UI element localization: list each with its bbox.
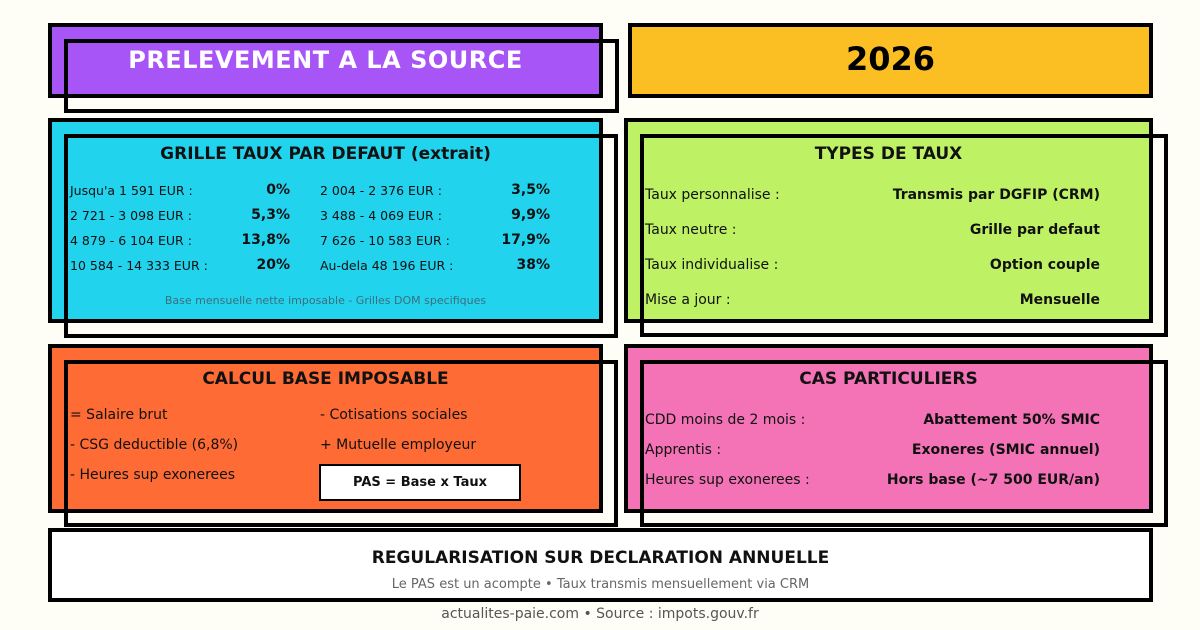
special-cases-panel bbox=[624, 344, 1153, 513]
type-label: Taux neutre : bbox=[645, 222, 737, 238]
grid-right-value: 17,9% bbox=[501, 232, 550, 248]
grid-left-value: 0% bbox=[266, 182, 290, 198]
page-title: PRELEVEMENT A LA SOURCE bbox=[128, 46, 523, 74]
grid-left-value: 13,8% bbox=[241, 232, 290, 248]
grid-right-label: 7 626 - 10 583 EUR : bbox=[320, 233, 450, 248]
calc-item: - CSG deductible (6,8%) bbox=[70, 437, 239, 453]
grid-left-label: Jusqu'a 1 591 EUR : bbox=[70, 183, 193, 198]
type-label: Taux personnalise : bbox=[645, 187, 780, 203]
grid-left-label: 4 879 - 6 104 EUR : bbox=[70, 233, 192, 248]
grid-right-label: 3 488 - 4 069 EUR : bbox=[320, 208, 442, 223]
calc-title: CALCUL BASE IMPOSABLE bbox=[202, 369, 449, 389]
year-label: 2026 bbox=[845, 40, 936, 78]
calc-item: - Cotisations sociales bbox=[320, 407, 468, 423]
case-value: Exoneres (SMIC annuel) bbox=[911, 442, 1100, 458]
year-banner bbox=[628, 23, 1153, 98]
title-banner bbox=[48, 23, 603, 98]
grid-left-label: 2 721 - 3 098 EUR : bbox=[70, 208, 192, 223]
grid-left-value: 5,3% bbox=[251, 207, 290, 223]
type-value: Transmis par DGFIP (CRM) bbox=[892, 187, 1100, 203]
grid-right-label: Au-dela 48 196 EUR : bbox=[320, 258, 454, 273]
grid-right-value: 38% bbox=[516, 257, 550, 273]
regul-title: REGULARISATION SUR DECLARATION ANNUELLE bbox=[371, 548, 830, 568]
case-label: CDD moins de 2 mois : bbox=[645, 412, 806, 428]
rate-types-panel bbox=[624, 118, 1153, 323]
calc-item: = Salaire brut bbox=[70, 407, 168, 423]
type-value: Option couple bbox=[989, 257, 1100, 273]
calc-item: - Heures sup exonerees bbox=[70, 467, 236, 483]
grid-right-label: 2 004 - 2 376 EUR : bbox=[320, 183, 442, 198]
regul-subtitle: Le PAS est un acompte • Taux transmis me… bbox=[391, 577, 810, 592]
grid-left-value: 20% bbox=[256, 257, 290, 273]
pas-formula-box: PAS = Base x Taux bbox=[319, 464, 521, 501]
types-title: TYPES DE TAUX bbox=[814, 144, 963, 164]
case-label: Apprentis : bbox=[645, 442, 722, 458]
cases-title: CAS PARTICULIERS bbox=[799, 369, 978, 389]
default-rate-grid-panel bbox=[48, 118, 603, 323]
footer-source: actualites-paie.com • Source : impots.go… bbox=[441, 606, 759, 622]
type-value: Grille par defaut bbox=[969, 222, 1100, 238]
type-label: Mise a jour : bbox=[645, 292, 731, 308]
grid-note: Base mensuelle nette imposable - Grilles… bbox=[164, 294, 487, 307]
regularisation-panel bbox=[48, 528, 1153, 602]
case-label: Heures sup exonerees : bbox=[645, 472, 810, 488]
case-value: Hors base (~7 500 EUR/an) bbox=[886, 472, 1100, 488]
type-label: Taux individualise : bbox=[645, 257, 779, 273]
type-value: Mensuelle bbox=[1019, 292, 1100, 308]
grid-title: GRILLE TAUX PAR DEFAUT (extrait) bbox=[160, 144, 491, 164]
grid-right-value: 3,5% bbox=[511, 182, 550, 198]
grid-left-label: 10 584 - 14 333 EUR : bbox=[70, 258, 208, 273]
case-value: Abattement 50% SMIC bbox=[923, 412, 1100, 428]
grid-right-value: 9,9% bbox=[511, 207, 550, 223]
calc-item: + Mutuelle employeur bbox=[320, 437, 477, 453]
